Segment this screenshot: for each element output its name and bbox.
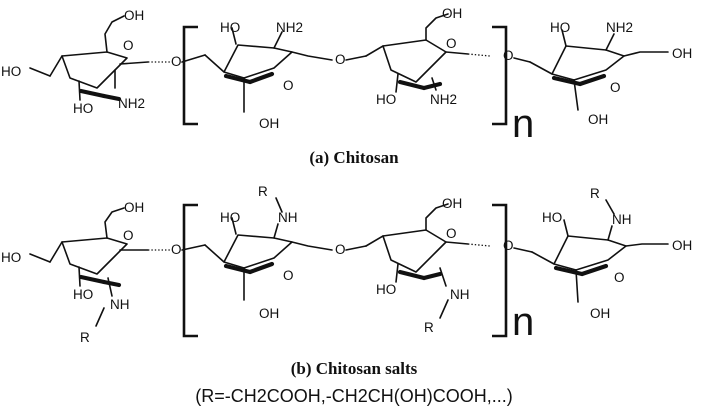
ring-oxygen-label: O — [446, 36, 457, 51]
ho-label: HO — [550, 20, 570, 35]
glucosamine-unit-b2 — [204, 197, 333, 301]
glycosidic-oxygen-label: O — [335, 242, 346, 257]
oh-label: OH — [672, 46, 692, 61]
glycosidic-oxygen-label: O — [171, 242, 182, 257]
ho-label: HO — [376, 282, 396, 297]
ho-label: HO — [220, 20, 240, 35]
amine-label: NH — [612, 212, 632, 227]
ring-oxygen-label: O — [446, 226, 457, 241]
oh-label: OH — [588, 112, 608, 127]
glucosamine-unit-a4 — [529, 29, 669, 111]
glycosidic-oxygen-label: O — [503, 48, 514, 63]
oh-label: OH — [442, 196, 462, 211]
ho-label: HO — [1, 64, 21, 79]
ring-oxygen-label: O — [614, 270, 625, 285]
r-group-label: R — [424, 320, 434, 335]
ring-oxygen-label: O — [283, 78, 294, 93]
ho-label: HO — [220, 210, 240, 225]
ho-label: HO — [376, 92, 396, 107]
glucosamine-unit-b1 — [29, 207, 170, 327]
amine-label: NH2 — [276, 20, 303, 35]
oh-label: OH — [124, 200, 144, 215]
ho-label: HO — [73, 287, 93, 302]
amine-label: NH2 — [430, 92, 457, 107]
oh-label: OH — [259, 116, 279, 131]
glucosamine-unit-a2 — [204, 27, 333, 113]
ring-oxygen-label: O — [123, 38, 134, 53]
ring-oxygen-label: O — [610, 80, 621, 95]
ring-oxygen-label: O — [283, 268, 294, 283]
oh-label: OH — [259, 306, 279, 321]
r-group-label: R — [590, 186, 600, 201]
ho-label: HO — [542, 210, 562, 225]
glucosamine-unit-b4 — [531, 199, 669, 303]
oh-label: OH — [672, 238, 692, 253]
caption-b: (b) Chitosan salts — [291, 359, 418, 378]
chitosan-structure: OH HO HO NH2 O O HO NH2 O OH O — [1, 6, 692, 167]
amine-label: NH — [450, 287, 470, 302]
r-group-formula: (R=-CH2COOH,-CH2CH(OH)COOH,...) — [195, 386, 513, 406]
right-bracket — [492, 25, 508, 126]
left-bracket — [182, 25, 198, 126]
chitosan-salts-structure: OH HO HO NH R O O HO R NH O OH O — [1, 184, 692, 406]
ho-label: HO — [1, 250, 21, 265]
ring-oxygen-label: O — [123, 228, 134, 243]
glucosamine-unit-b3 — [365, 203, 491, 319]
glycosidic-oxygen-label: O — [503, 238, 514, 253]
glycosidic-oxygen-label: O — [335, 52, 346, 67]
left-bracket — [182, 203, 198, 338]
r-group-label: R — [80, 330, 90, 345]
amine-label: NH2 — [606, 20, 633, 35]
glycosidic-oxygen-label: O — [171, 54, 182, 69]
ho-label: HO — [73, 101, 93, 116]
glucosamine-unit-a1 — [29, 15, 170, 102]
oh-label: OH — [442, 6, 462, 21]
r-group-label: R — [258, 184, 268, 199]
repeat-index: n — [512, 300, 534, 344]
amine-label: NH — [110, 297, 130, 312]
caption-a: (a) Chitosan — [309, 148, 399, 167]
repeat-index: n — [512, 102, 534, 146]
oh-label: OH — [590, 306, 610, 321]
amine-label: NH2 — [118, 96, 145, 111]
oh-label: OH — [124, 8, 144, 23]
amine-label: NH — [278, 210, 298, 225]
glucosamine-unit-a3 — [365, 13, 491, 93]
right-bracket — [492, 203, 508, 338]
